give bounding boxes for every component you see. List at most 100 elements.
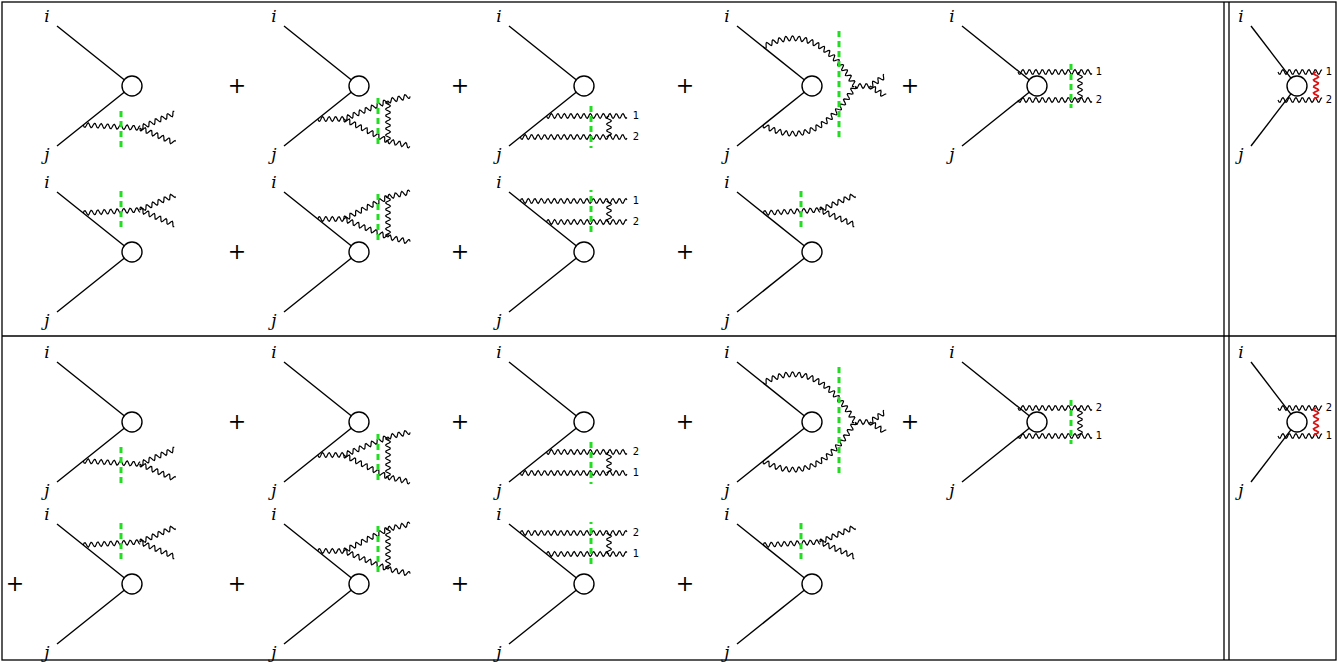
vertex-blob <box>122 412 142 432</box>
quark-line <box>57 92 124 146</box>
feynman-diagram <box>284 190 410 312</box>
leg-label: j <box>271 644 276 661</box>
quark-line <box>737 192 804 246</box>
quark-line <box>284 590 351 644</box>
gluon-line <box>318 217 344 222</box>
gluon-number: 2 <box>633 217 639 227</box>
gluon-number: 1 <box>633 111 639 121</box>
vertex-blob <box>122 242 142 262</box>
vertex-blob <box>349 574 369 594</box>
plus-sign: + <box>451 241 469 263</box>
cut-line <box>120 447 123 486</box>
gluon-line <box>344 528 388 551</box>
vertex-blob <box>349 76 369 96</box>
gluon-line <box>388 140 410 148</box>
quark-line <box>962 428 1029 482</box>
quark-line <box>737 428 804 482</box>
gluon-line <box>318 453 344 458</box>
plus-sign: + <box>901 75 919 97</box>
gluon-line <box>386 529 391 569</box>
quark-line <box>962 362 1029 416</box>
gluon-number: 1 <box>1096 67 1102 77</box>
plus-sign: + <box>228 411 246 433</box>
gluon-line <box>388 190 410 198</box>
vertex-blob <box>574 412 594 432</box>
gluon-line <box>763 540 820 547</box>
gluon-line <box>318 117 344 122</box>
gluon-number: 2 <box>1326 403 1332 413</box>
gluon-line <box>140 541 174 559</box>
leg-label: i <box>496 506 501 523</box>
gluon-line <box>140 464 176 480</box>
quark-line <box>737 362 804 416</box>
leg-label: j <box>271 312 276 329</box>
quark-line <box>962 26 1029 80</box>
gluon-line <box>318 549 344 554</box>
vertex-blob <box>1287 76 1307 96</box>
plus-sign: + <box>676 241 694 263</box>
leg-label: j <box>496 146 501 163</box>
quark-line <box>57 590 124 644</box>
plus-sign: + <box>676 411 694 433</box>
gluon-line <box>547 450 628 455</box>
gluon-line <box>386 437 391 477</box>
quark-line <box>57 258 124 312</box>
quark-line <box>284 524 351 578</box>
gluon-line <box>344 100 389 120</box>
gluon-line <box>140 128 176 144</box>
quark-line <box>962 92 1029 146</box>
gluon-line <box>344 218 389 238</box>
plus-sign: + <box>451 75 469 97</box>
quark-line <box>737 258 804 312</box>
leg-label: i <box>724 8 729 25</box>
leg-label: j <box>724 644 729 661</box>
gluon-line <box>386 197 391 237</box>
gluon-line <box>520 531 627 536</box>
gluon-line <box>1018 434 1092 439</box>
gluon-number: 1 <box>1096 431 1102 441</box>
gluon-line <box>870 410 884 423</box>
quark-line <box>509 258 576 312</box>
column-divider <box>1223 2 1224 660</box>
gluon-line <box>388 431 410 439</box>
vertex-blob <box>574 242 594 262</box>
vertex-blob <box>1027 76 1047 96</box>
quark-line <box>284 258 351 312</box>
gluon-line <box>607 201 612 222</box>
gluon-line <box>140 194 176 210</box>
leg-label: i <box>724 344 729 361</box>
plus-sign: + <box>228 241 246 263</box>
vertex-blob <box>802 412 822 432</box>
leg-label: i <box>949 8 954 25</box>
quark-line <box>737 590 804 644</box>
leg-label: i <box>949 344 954 361</box>
cut-line <box>800 188 803 227</box>
leg-label: i <box>1238 8 1243 25</box>
column-divider <box>1228 2 1229 660</box>
gluon-line <box>1018 70 1092 75</box>
cut-line <box>838 31 841 141</box>
feynman-diagram <box>57 26 176 150</box>
leg-label: j <box>44 644 49 661</box>
gluon-line <box>83 208 140 215</box>
vertex-blob <box>1287 412 1307 432</box>
gluon-line <box>1018 406 1092 411</box>
quark-line <box>1251 26 1291 78</box>
gluon-line <box>344 119 388 142</box>
gluon-line <box>607 116 612 137</box>
cut-line <box>377 522 380 572</box>
gluon-line <box>547 552 628 557</box>
vertex-blob <box>574 574 594 594</box>
gluon-line <box>344 436 389 456</box>
leg-label: i <box>496 8 501 25</box>
feynman-diagram <box>284 522 410 644</box>
leg-label: j <box>271 482 276 499</box>
quark-line <box>57 192 124 246</box>
gluon-line <box>855 420 870 425</box>
leg-label: j <box>496 644 501 661</box>
leg-label: j <box>724 312 729 329</box>
cut-line <box>800 520 803 559</box>
gluon-line <box>870 74 884 87</box>
